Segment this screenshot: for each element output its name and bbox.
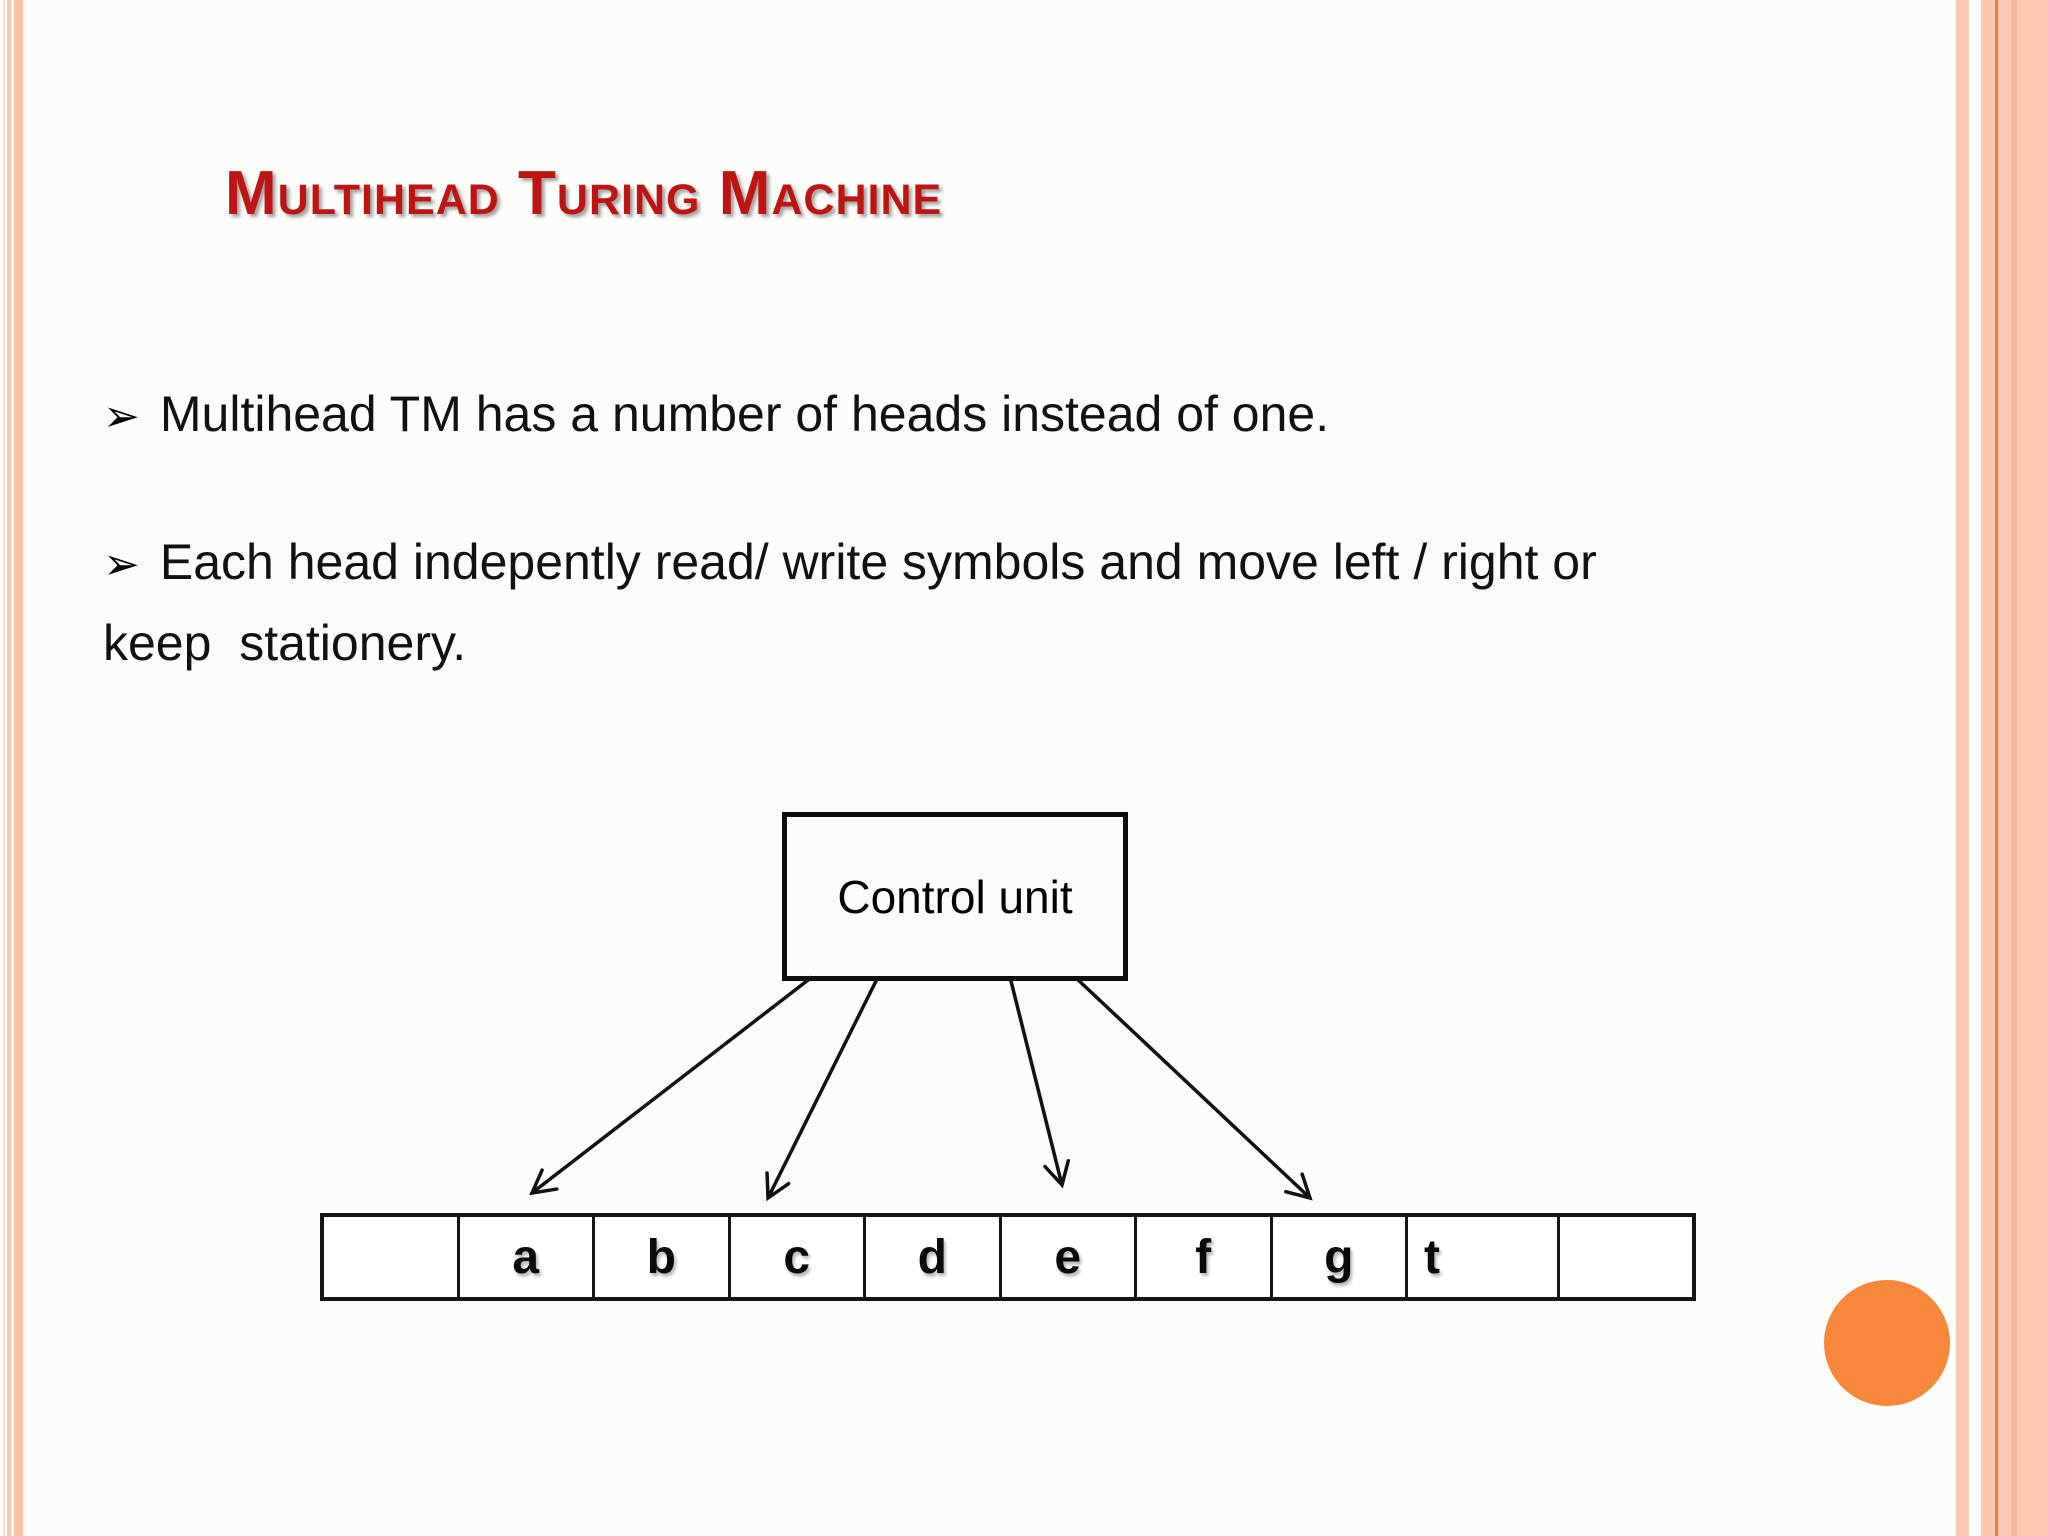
tape-cell (1556, 1217, 1693, 1297)
tape-cell: f (1134, 1217, 1270, 1297)
tape-cell: a (456, 1217, 593, 1297)
tape-cell: b (592, 1217, 728, 1297)
arrow-bullet-icon: ➢ (103, 391, 140, 442)
right-border-shade-band (2011, 0, 2017, 1536)
tape-cell: e (998, 1217, 1135, 1297)
head-arrow-1 (529, 975, 814, 1196)
arrow-bullet-icon: ➢ (103, 539, 140, 590)
tape-strip: a b c d e f g t (320, 1213, 1696, 1301)
tape-cell: d (863, 1217, 999, 1297)
right-border-accent-line (1995, 0, 1998, 1536)
bullet-2-line-2: keep stationery. (103, 615, 467, 671)
tape-cell: g (1269, 1217, 1406, 1297)
left-border-stripe-thin (3, 0, 5, 1536)
bullet-item-1: ➢ Multihead TM has a number of heads inst… (103, 375, 1903, 456)
tape-cell: t (1405, 1217, 1557, 1297)
head-arrow-2 (765, 976, 880, 1202)
head-arrow-3 (1008, 976, 1071, 1189)
tape-cell (324, 1217, 457, 1297)
right-border-stripe (1956, 0, 1969, 1536)
control-unit-box: Control unit (782, 812, 1128, 981)
tape-cell: c (727, 1217, 864, 1297)
head-arrow-4 (1073, 975, 1313, 1201)
decorative-circle (1824, 1280, 1950, 1406)
slide-title: Multihead Turing Machine (225, 159, 943, 228)
left-border-stripe-mid (7, 0, 11, 1536)
control-unit-label: Control unit (837, 870, 1073, 923)
bullet-1-text: Multihead TM has a number of heads inste… (159, 386, 1330, 442)
left-border-stripe-wide (14, 0, 23, 1536)
bullet-2-line-1: Each head indepently read/ write symbols… (159, 534, 1597, 590)
bullet-item-2: ➢ Each head indepently read/ write symbol… (103, 523, 1903, 682)
